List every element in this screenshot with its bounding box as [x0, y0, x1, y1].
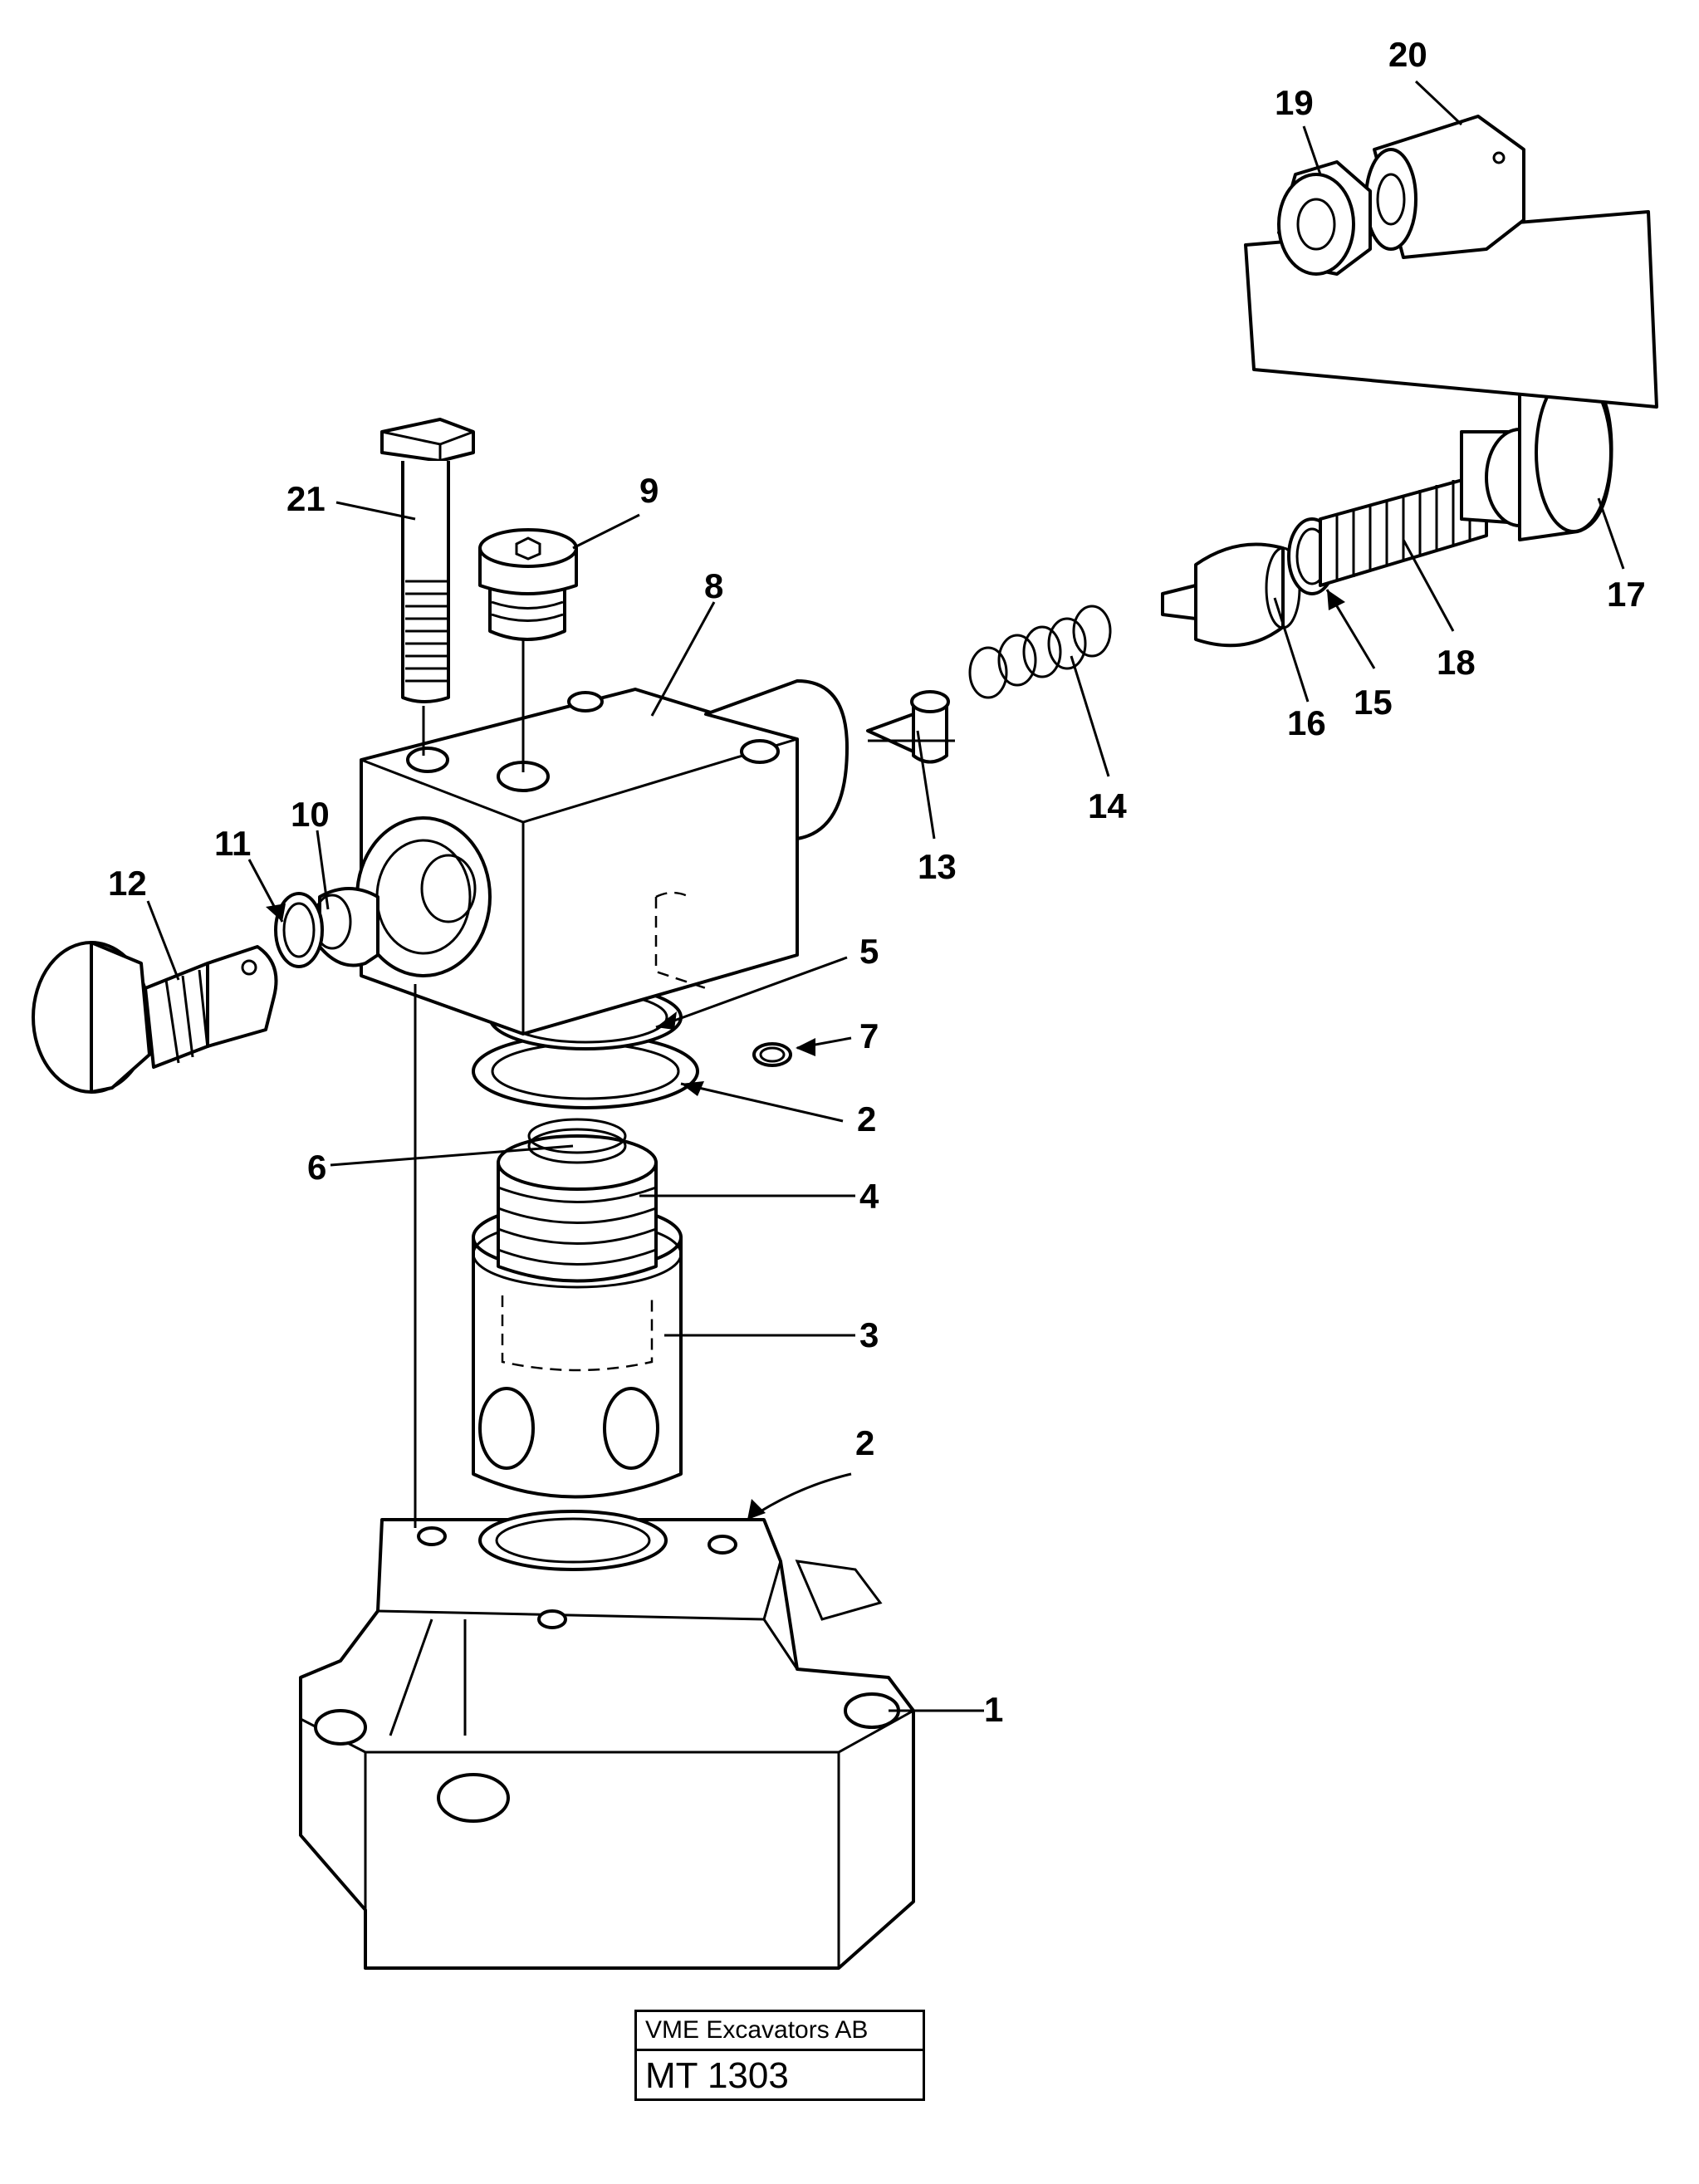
- callout-21: 21: [286, 479, 326, 518]
- callout-16: 16: [1287, 703, 1326, 742]
- callout-8: 8: [704, 566, 723, 605]
- part-17-lock-nut: [1460, 372, 1613, 541]
- part-11-seal-ring: [274, 892, 324, 968]
- part-20-cap-nut: [1364, 115, 1525, 259]
- part-9-plug: [478, 528, 578, 641]
- part-16-spring-seat: [1161, 542, 1301, 648]
- title-block: VME Excavators AB MT 1303: [634, 2010, 925, 2101]
- callout-11: 11: [214, 824, 251, 863]
- callout-7: 7: [859, 1016, 879, 1055]
- part-8-valve-housing: [355, 679, 849, 1036]
- part-18-adjusting-screw: [1319, 472, 1488, 587]
- callout-2-upper: 2: [857, 1099, 876, 1139]
- callout-5: 5: [859, 932, 879, 971]
- callout-1: 1: [984, 1690, 1003, 1729]
- part-21-bolt: [380, 418, 475, 703]
- callout-12: 12: [108, 864, 147, 903]
- part-19-nut: [1277, 160, 1372, 276]
- callout-10: 10: [291, 795, 330, 834]
- callout-3: 3: [859, 1315, 879, 1354]
- callout-2-lower: 2: [855, 1423, 874, 1462]
- callout-13: 13: [918, 847, 957, 886]
- part-1-base-body: [299, 1518, 915, 1970]
- part-7-o-ring: [752, 1042, 792, 1067]
- company-name: VME Excavators AB: [637, 2012, 923, 2051]
- callout-4: 4: [859, 1177, 879, 1216]
- drawing-number: MT 1303: [645, 2055, 789, 2096]
- callout-6: 6: [307, 1148, 326, 1187]
- callout-20: 20: [1388, 35, 1427, 74]
- part-13-valve-cone: [866, 690, 950, 764]
- callout-9: 9: [639, 471, 659, 510]
- callout-18: 18: [1437, 643, 1476, 682]
- callout-17: 17: [1607, 575, 1646, 614]
- part-14-spring: [968, 605, 1112, 699]
- callout-14: 14: [1088, 786, 1127, 825]
- callout-labels: 1 2 2 3 4 5 6 7 8 9 10 11 12 13 14 15 16…: [108, 35, 1646, 1729]
- callout-15: 15: [1354, 683, 1393, 722]
- leader-lines: [146, 80, 1625, 1712]
- part-2-lower-seal-ring: [478, 1510, 668, 1571]
- part-10-piston: [312, 887, 379, 967]
- part-12-adjusting-plug: [32, 941, 278, 1094]
- part-6-spring: [527, 1118, 627, 1164]
- part-4-spool: [497, 1134, 658, 1283]
- callout-19: 19: [1275, 83, 1314, 122]
